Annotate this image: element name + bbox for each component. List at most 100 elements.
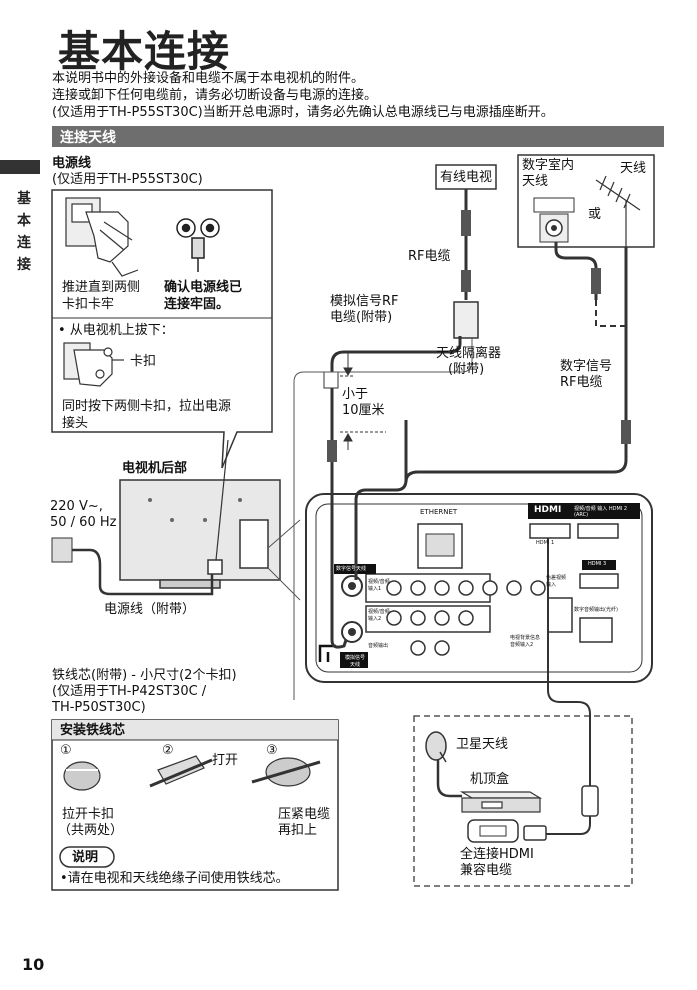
alternate-path	[595, 260, 627, 327]
digital-rf-label: 数字信号	[560, 359, 613, 374]
ferrite-step3-icon	[251, 757, 321, 787]
hdmi1-label: HDMI 1	[536, 540, 555, 546]
pc-port	[547, 597, 573, 633]
power-cord-subtitle: (仅适用于TH-P55ST30C)	[52, 172, 203, 187]
pull-label: 拉开卡扣	[62, 807, 115, 822]
page-title: 基本连接	[58, 27, 231, 76]
connector-panel	[305, 493, 653, 683]
audio-out-label: 音频输出	[368, 643, 389, 649]
press-cable-label: 再扣上	[278, 823, 318, 838]
page-number: 10	[22, 955, 45, 974]
reference-line	[293, 338, 473, 700]
power-cord-heading: 电源线	[52, 156, 92, 171]
analog-rf-cable	[330, 336, 462, 649]
press-cable-label: 压紧电缆	[278, 807, 331, 822]
hdmi3-label: HDMI 3	[588, 561, 607, 567]
ferrite-line: 铁线芯(附带) - 小尺寸(2个卡扣)	[52, 668, 237, 683]
rf-plug	[461, 270, 471, 292]
hdmi2-label: 视频/音频 输入 HDMI 2 (ARC)	[574, 506, 628, 518]
digital-indoor-label: 数字室内	[522, 158, 575, 173]
hdmi2-port	[577, 523, 619, 539]
intro-line-1: 本说明书中的外接设备和电缆不属于本电视机的附件。	[52, 71, 365, 86]
ferrite-core	[323, 371, 339, 389]
digital-rf-to-tv	[354, 420, 408, 580]
pc-in-label: 电视背景信息 音频输入2	[510, 635, 541, 648]
set-top-box-icon	[459, 791, 543, 813]
hdmi-logo: HDMI	[534, 505, 562, 515]
ferrite-line: TH-P50ST30C)	[52, 700, 146, 715]
intro-line-2: 连接或卸下任何电缆前，请务必切断设备与电源的连接。	[52, 88, 378, 103]
push-label: 推进直到两侧	[62, 280, 141, 295]
ferrite-line: (仅适用于TH-P42ST30C /	[52, 684, 207, 699]
av-in1-label: 视频/音频 输入1	[368, 579, 390, 592]
satellite-dish-icon	[425, 731, 447, 763]
side-tab-char: 连	[17, 235, 31, 251]
side-tab-char: 本	[17, 213, 31, 229]
ferrite-step2-icon	[149, 755, 213, 788]
outdoor-antenna-icon	[595, 175, 641, 247]
power-cord-supplied-label: 电源线（附带）	[104, 602, 196, 617]
hdmi-plug	[581, 785, 599, 817]
optical-port	[579, 617, 613, 643]
section-bar	[52, 126, 664, 147]
rf-plug	[461, 210, 471, 236]
section-title: 连接天线	[60, 130, 116, 146]
hdmi-cable-label: 全连接HDMI	[460, 847, 534, 862]
cable-tv-box	[435, 164, 497, 190]
plug-face-icon	[176, 218, 220, 272]
hdmi3-port	[579, 573, 619, 589]
pull-label: （共两处）	[58, 823, 124, 838]
press-label: 接头	[62, 416, 89, 431]
satellite-label: 卫星天线	[456, 737, 509, 752]
ferrite-step-number: ①	[60, 743, 72, 758]
side-tab-marker	[0, 160, 40, 174]
digital-indoor-label: 天线	[522, 174, 549, 189]
or-label: 或	[588, 207, 602, 222]
note-text: •请在电视和天线绝缘子间使用铁线芯。	[60, 871, 289, 886]
hdmi1-port	[529, 523, 571, 539]
distance-label: 小于	[342, 387, 369, 402]
splitter-label: (附带)	[448, 362, 485, 377]
open-label: 打开	[212, 753, 239, 768]
unplug-illustration	[63, 342, 124, 387]
set-top-box-label: 机顶盒	[470, 772, 510, 787]
ferrite-step-number: ③	[266, 743, 278, 758]
wall-outlet	[51, 537, 73, 563]
note-badge	[59, 846, 115, 868]
hdmi-header	[528, 503, 640, 519]
indoor-antenna-cable	[554, 242, 598, 300]
ferrite-install-heading: 安装铁线芯	[60, 723, 126, 738]
voltage-label: 220 V~,	[50, 499, 103, 514]
antenna-label: 天线	[620, 161, 647, 176]
distance-label: 10厘米	[342, 403, 385, 418]
ferrite-step1-icon	[63, 761, 101, 791]
tv-rear-label: 电视机后部	[122, 461, 188, 476]
antenna-splitter	[453, 301, 479, 339]
ferrite-step-number: ②	[162, 743, 174, 758]
analog-rf-label: 模拟信号RF	[330, 294, 399, 309]
digital-audio-label: 数字音频输出(光纤)	[574, 607, 618, 613]
satellite-box	[413, 715, 633, 887]
rf-cable-label: RF电缆	[408, 249, 451, 264]
power-cord-line	[72, 548, 214, 596]
cable-tv-label: 有线电视	[440, 170, 493, 185]
distance-marker	[340, 352, 386, 450]
intro-line-3: (仅适用于TH-P55ST30C)当断开总电源时，请务必先确认总电源线已与电源插…	[52, 105, 554, 120]
component-label: 色差视频 输入	[546, 575, 567, 588]
push-label: 卡扣卡牢	[62, 297, 115, 312]
hdmi-cable-label: 兼容电缆	[460, 863, 513, 878]
av-in2-label: 视频/音频 输入2	[368, 609, 390, 622]
digital-rf-label: RF电缆	[560, 375, 603, 390]
confirm-label: 连接牢固。	[164, 297, 230, 312]
note-title: 说明	[72, 850, 99, 865]
tv-rear	[119, 479, 281, 589]
av-jacks	[365, 573, 546, 656]
splitter-label: 天线隔离器	[436, 346, 502, 361]
plug-illustration	[65, 197, 139, 277]
confirm-label: 确认电源线已	[164, 280, 243, 295]
clip-label: 卡扣	[130, 354, 157, 369]
unplug-label: • 从电视机上拔下：	[58, 323, 174, 338]
press-label: 同时按下两侧卡扣，拉出电源	[62, 399, 232, 414]
voltage-label: 50 / 60 Hz	[50, 515, 117, 530]
